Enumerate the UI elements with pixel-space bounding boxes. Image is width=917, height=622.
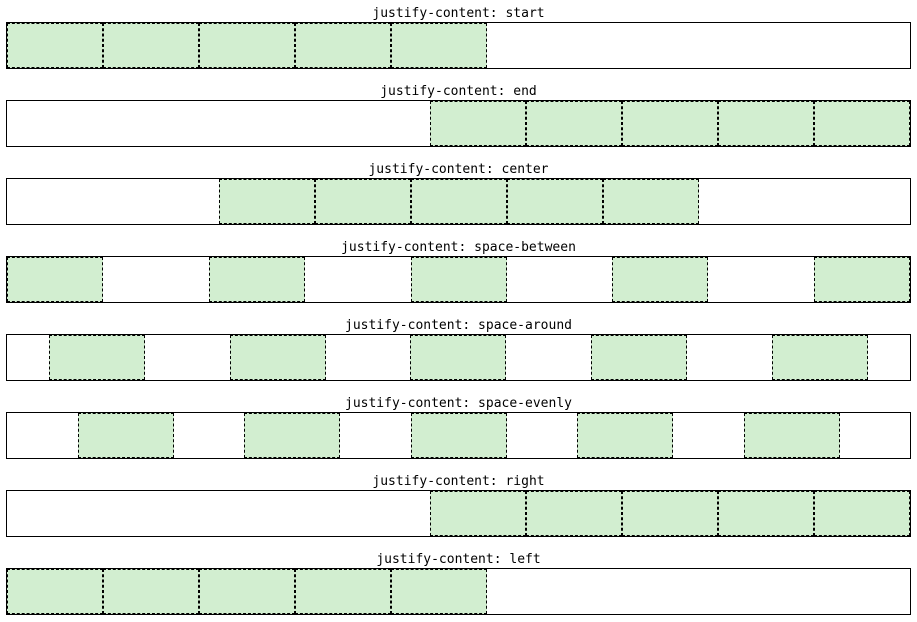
flex-container-end [6, 100, 911, 147]
flex-item [229, 335, 326, 380]
flex-item [103, 569, 199, 614]
demo-space-around: justify-content: space-around [6, 318, 911, 381]
flex-item [208, 257, 305, 302]
flex-item [718, 491, 814, 536]
flex-item [77, 413, 174, 458]
demo-label-start: justify-content: start [372, 6, 545, 21]
flex-item [814, 491, 910, 536]
demo-space-evenly: justify-content: space-evenly [6, 396, 911, 459]
flex-container-start [6, 22, 911, 69]
flex-item [410, 257, 507, 302]
flex-item [430, 491, 526, 536]
flex-container-center [6, 178, 911, 225]
demo-end: justify-content: end [6, 84, 911, 147]
demo-left: justify-content: left [6, 552, 911, 615]
flex-item [718, 101, 814, 146]
flex-item [7, 23, 103, 68]
flex-item [526, 491, 622, 536]
demo-right: justify-content: right [6, 474, 911, 537]
flex-item [295, 569, 391, 614]
flex-item [391, 23, 487, 68]
flex-item [430, 101, 526, 146]
flex-container-space-around [6, 334, 911, 381]
flex-item [391, 569, 487, 614]
demo-label-right: justify-content: right [372, 474, 545, 489]
demo-center: justify-content: center [6, 162, 911, 225]
flex-item [410, 413, 507, 458]
flex-item [103, 23, 199, 68]
flex-item [7, 257, 103, 302]
flex-item [771, 335, 868, 380]
flex-container-space-evenly [6, 412, 911, 459]
flex-item [244, 413, 340, 458]
flex-item [7, 569, 103, 614]
demo-label-end: justify-content: end [380, 84, 537, 99]
flex-item [622, 491, 718, 536]
flex-item [314, 179, 411, 224]
flex-item [526, 101, 622, 146]
flex-container-left [6, 568, 911, 615]
flex-container-right [6, 490, 911, 537]
demo-label-left: justify-content: left [376, 552, 541, 567]
flex-item [410, 335, 507, 380]
flex-item [218, 179, 315, 224]
flex-item [602, 179, 699, 224]
flex-item [622, 101, 718, 146]
flex-item [49, 335, 146, 380]
flex-container-space-between [6, 256, 911, 303]
demo-space-between: justify-content: space-between [6, 240, 911, 303]
flex-item [506, 179, 603, 224]
flex-item [295, 23, 391, 68]
demo-label-space-between: justify-content: space-between [341, 240, 576, 255]
demo-label-space-around: justify-content: space-around [345, 318, 572, 333]
demo-label-center: justify-content: center [368, 162, 549, 177]
flex-item [199, 569, 295, 614]
flex-item [591, 335, 688, 380]
flex-item [743, 413, 840, 458]
flex-item [410, 179, 507, 224]
flex-item [199, 23, 295, 68]
flex-item [577, 413, 673, 458]
flex-item [612, 257, 709, 302]
flex-item [814, 257, 910, 302]
demo-label-space-evenly: justify-content: space-evenly [345, 396, 572, 411]
flex-item [814, 101, 910, 146]
demo-start: justify-content: start [6, 6, 911, 69]
